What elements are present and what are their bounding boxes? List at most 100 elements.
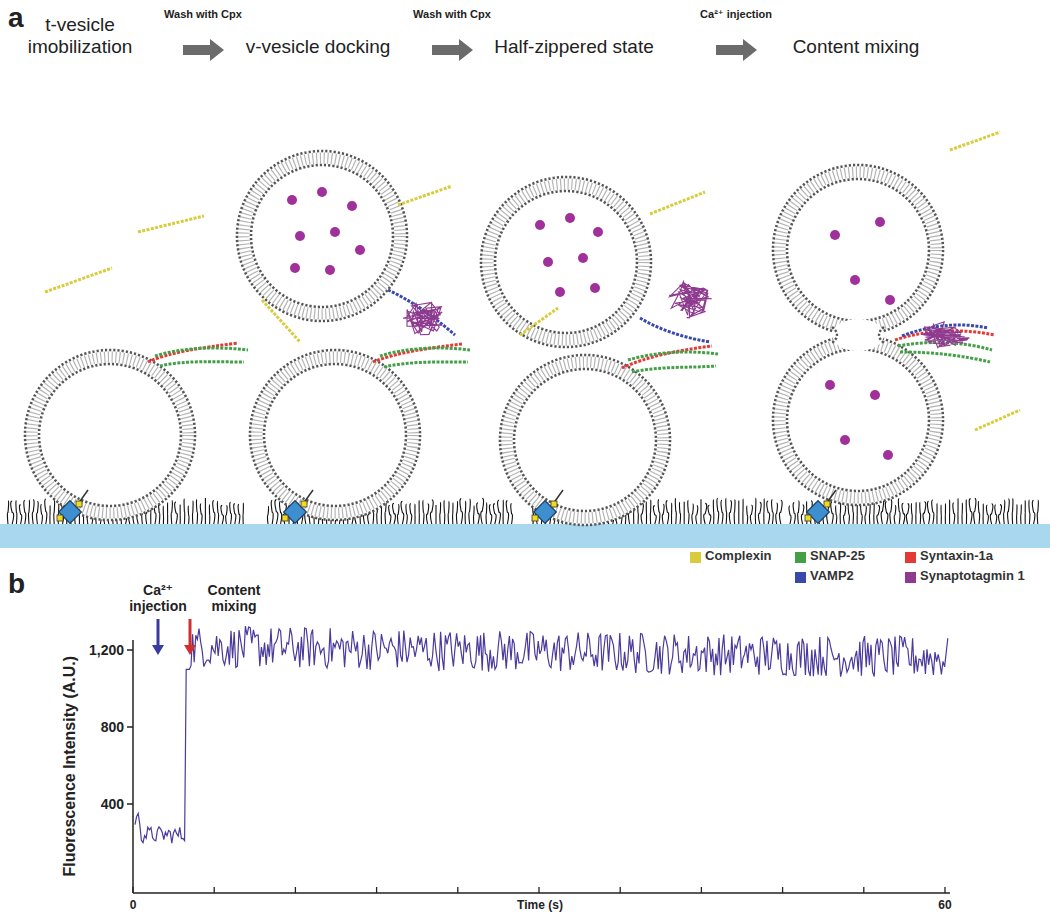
lipid (452, 503, 454, 524)
tick-label: 800 (54, 719, 124, 735)
biotin-streptavidin (282, 490, 313, 523)
protein-helix (45, 268, 112, 292)
lipid (435, 505, 436, 524)
lipid (267, 506, 268, 524)
lipid (890, 500, 892, 524)
lipid (448, 501, 450, 524)
content-dye (535, 220, 545, 230)
protein-helix (388, 290, 455, 335)
vesicle (25, 350, 195, 520)
tick-label: 0 (118, 899, 148, 913)
stage-title: v-vesicle docking (218, 36, 418, 58)
lipid (758, 502, 761, 524)
content-dye (325, 265, 335, 275)
lipid (831, 502, 834, 524)
protein-helix (520, 308, 558, 335)
lipid (949, 500, 950, 524)
lipid (898, 499, 900, 524)
lipid (389, 505, 391, 524)
protein-helix (975, 410, 1020, 430)
lipid (779, 500, 782, 524)
content-dye (355, 245, 365, 255)
lipid (217, 501, 218, 524)
lipid (738, 501, 739, 524)
pore-rim (879, 327, 884, 343)
legend-swatch (795, 552, 806, 563)
content-dye (578, 253, 588, 263)
protein-helix (950, 132, 1000, 150)
lipid (439, 502, 441, 524)
lipid (662, 504, 664, 524)
legend-swatch (795, 572, 806, 583)
inner-leaflet (251, 165, 393, 307)
lipid (188, 506, 190, 524)
protein-helix (622, 346, 712, 368)
lipid (725, 498, 727, 524)
inner-leaflet (39, 364, 181, 506)
x-tick (701, 887, 702, 893)
step-arrow (716, 39, 757, 61)
lipid (999, 505, 1002, 524)
content-dye (883, 450, 893, 460)
content-dye (555, 287, 565, 297)
lipid (242, 503, 243, 524)
lipid (1016, 504, 1018, 524)
lipid (927, 501, 929, 524)
x-tick (620, 887, 621, 893)
protein-helix (160, 362, 244, 366)
event-arrowhead (184, 645, 196, 655)
lipid (658, 500, 660, 524)
lipid (1029, 500, 1030, 524)
content-dye (287, 195, 297, 205)
y-tick (127, 803, 133, 805)
lipid (489, 505, 491, 524)
lipid (205, 498, 206, 524)
lipid (696, 506, 698, 524)
panel-letter: a (8, 2, 38, 34)
vesicle-lumen (773, 335, 943, 505)
x-tick (863, 887, 864, 893)
content-dye (830, 230, 840, 240)
lipid (865, 506, 866, 524)
content-dye (317, 187, 327, 197)
lipid (221, 505, 224, 524)
lipid (848, 504, 849, 524)
x-tick (376, 887, 377, 893)
lipid (427, 504, 429, 524)
lipid (911, 503, 913, 524)
lipid (747, 506, 748, 524)
vesicle (500, 355, 670, 525)
lipid (19, 505, 21, 524)
biotin (551, 501, 557, 507)
lipid (200, 504, 202, 524)
lipid (213, 501, 215, 524)
protein-helix (632, 366, 716, 372)
lipid (713, 500, 715, 524)
content-dye (330, 227, 340, 237)
lipid (734, 500, 736, 524)
lipid (650, 500, 652, 524)
fluorescence-trace (135, 626, 948, 843)
lipid (923, 502, 926, 524)
stage-title: t-vesicle imobilization (5, 14, 155, 58)
lipid (230, 502, 232, 524)
legend-text: Synaptotagmin 1 (920, 569, 1025, 584)
lipid (869, 504, 871, 524)
lipid (1012, 498, 1014, 524)
step-label: Wash with Cpx (412, 8, 492, 21)
outer-leaflet (237, 151, 407, 321)
legend-swatch (905, 572, 916, 583)
lipid (873, 503, 875, 524)
lipid (419, 500, 420, 524)
lipid (995, 505, 997, 524)
protein-helix (380, 348, 470, 356)
lipid (708, 505, 711, 524)
lipid (1004, 500, 1005, 524)
lipid (793, 503, 795, 524)
lipid (776, 503, 778, 524)
outer-leaflet (250, 350, 420, 520)
pore-rim (832, 327, 837, 343)
lipid (945, 503, 946, 524)
